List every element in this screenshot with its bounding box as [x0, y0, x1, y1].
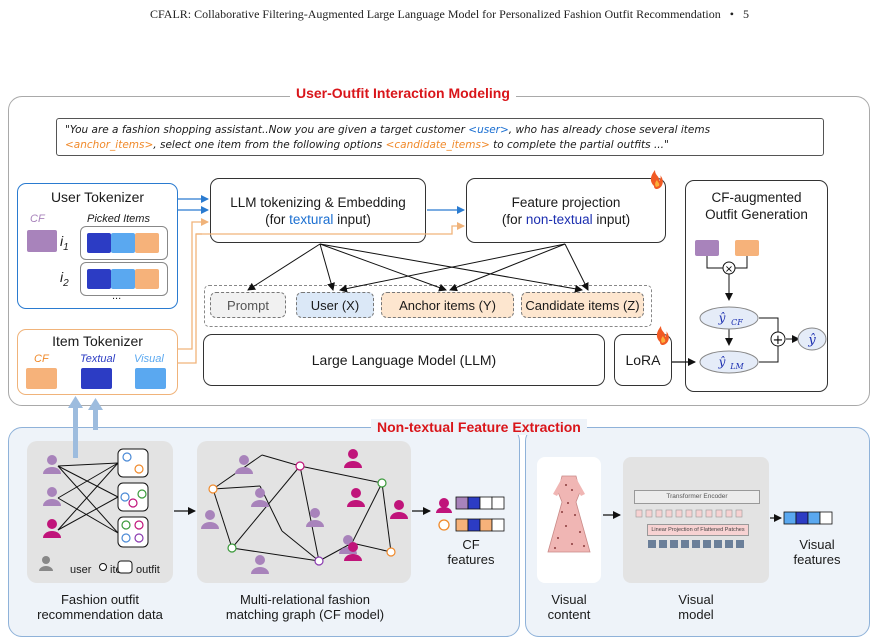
picked-items-label: Picked Items [87, 213, 150, 225]
svg-text:LM: LM [729, 362, 744, 371]
picked-item-1 [80, 226, 168, 260]
cf-feature-output [436, 496, 505, 532]
prompt-text: "You are a fashion shopping assistant..N… [65, 124, 469, 136]
feature-projection-box: Feature projection (for non-textual inpu… [466, 178, 666, 243]
token-user: User (X) [296, 292, 374, 318]
gen-user-swatch [695, 240, 719, 256]
gen-item-swatch [735, 240, 759, 256]
cf-swatch [135, 233, 159, 253]
plus-icon: + [770, 331, 786, 348]
vit-token-row [635, 509, 743, 518]
svg-text:+: + [773, 333, 784, 348]
bipartite-edges [57, 462, 119, 534]
prompt-text: to complete the partial outfits ..." [489, 139, 669, 151]
user-tokenizer-title: User Tokenizer [50, 189, 145, 205]
token-anchor-items: Anchor items (Y) [381, 292, 514, 318]
item-textual-label: Textual [80, 353, 116, 365]
embedding-fan-arrows [247, 243, 589, 293]
fire-icon [656, 326, 669, 345]
matching-graph-item-nodes [208, 461, 396, 566]
item-cf-label: CF [34, 353, 49, 365]
y-hat-node: ŷ [797, 327, 827, 351]
user-icon [201, 455, 357, 574]
legend-outfit: outfit [136, 564, 160, 576]
token-sequence [204, 285, 652, 327]
running-header: CFALR: Collaborative Filtering-Augmented… [150, 7, 749, 22]
fire-icon [650, 170, 663, 189]
textual-swatch [87, 269, 111, 289]
llm-embedding-line2: (for textural input) [265, 211, 371, 227]
svg-text:CF: CF [731, 318, 743, 327]
user-tokenizer-arrows [178, 195, 465, 214]
item-index-1: i1 [60, 233, 69, 253]
dress-image [547, 475, 591, 553]
prompt-text: , who has already chose several items [508, 124, 711, 136]
llm-embedding-line1: LLM tokenizing & Embedding [230, 194, 406, 210]
user-icon [344, 449, 408, 561]
prompt-anchor-token: <anchor_items> [65, 139, 154, 151]
visual-feature-output [783, 511, 833, 525]
paper-title: CFALR: Collaborative Filtering-Augmented… [150, 7, 721, 21]
vit-patch-row [648, 540, 744, 548]
user-icon [43, 455, 61, 506]
page-number: 5 [742, 7, 749, 21]
feature-projection-line1: Feature projection [511, 194, 621, 210]
prompt-user-token: <user> [468, 124, 509, 136]
items-ellipsis: ... [112, 290, 122, 302]
linear-projection: Linear Projection of Flattened Patches [647, 524, 749, 536]
item-tokenizer-title: Item Tokenizer [52, 333, 143, 349]
y-cf-node: ŷ CF [699, 306, 759, 330]
item-tokenizer-arrows [178, 218, 465, 364]
feature-extraction-title: Non-textual Feature Extraction [371, 419, 587, 435]
item-index-2: i2 [60, 269, 69, 289]
y-lm-node: ŷ LM [699, 350, 759, 374]
visual-swatch [111, 233, 135, 253]
prompt-template: "You are a fashion shopping assistant..N… [56, 118, 824, 156]
cf-generation-title: CF-augmented Outfit Generation [705, 190, 808, 222]
feature-projection-line2: (for non-textual input) [501, 211, 631, 227]
prompt-text: , select one item from the following opt… [153, 139, 386, 151]
interaction-modeling-title: User-Outfit Interaction Modeling [290, 85, 516, 101]
svg-text:×: × [725, 264, 733, 275]
outfit-item-nodes [120, 452, 147, 543]
user-cf-swatch [27, 230, 57, 252]
visual-model-frame [623, 457, 769, 583]
picked-item-2 [80, 262, 168, 296]
llm-box: Large Language Model (LLM) [203, 334, 605, 386]
cf-generation-flow [706, 256, 800, 363]
legend-user: user [70, 564, 92, 576]
transformer-encoder: Transformer Encoder [634, 490, 760, 504]
cf-swatch [135, 269, 159, 289]
svg-text:ŷ: ŷ [807, 333, 816, 348]
item-visual-label: Visual [134, 353, 164, 365]
upward-arrows [68, 396, 103, 458]
multiply-icon: × [722, 261, 736, 275]
svg-text:ŷ: ŷ [718, 311, 726, 325]
user-icon [43, 519, 61, 538]
header-separator: • [729, 7, 734, 21]
svg-text:ŷ: ŷ [718, 355, 726, 369]
user-cf-label: CF [30, 213, 45, 225]
item-textual-swatch [81, 368, 112, 389]
llm-embedding-box: LLM tokenizing & Embedding (for textural… [210, 178, 426, 243]
prompt-candidate-token: <candidate_items> [385, 139, 490, 151]
textual-swatch [87, 233, 111, 253]
visual-swatch [111, 269, 135, 289]
token-prompt: Prompt [210, 292, 286, 318]
item-visual-swatch [135, 368, 166, 389]
item-cf-swatch [26, 368, 57, 389]
legend-icons [39, 556, 133, 574]
